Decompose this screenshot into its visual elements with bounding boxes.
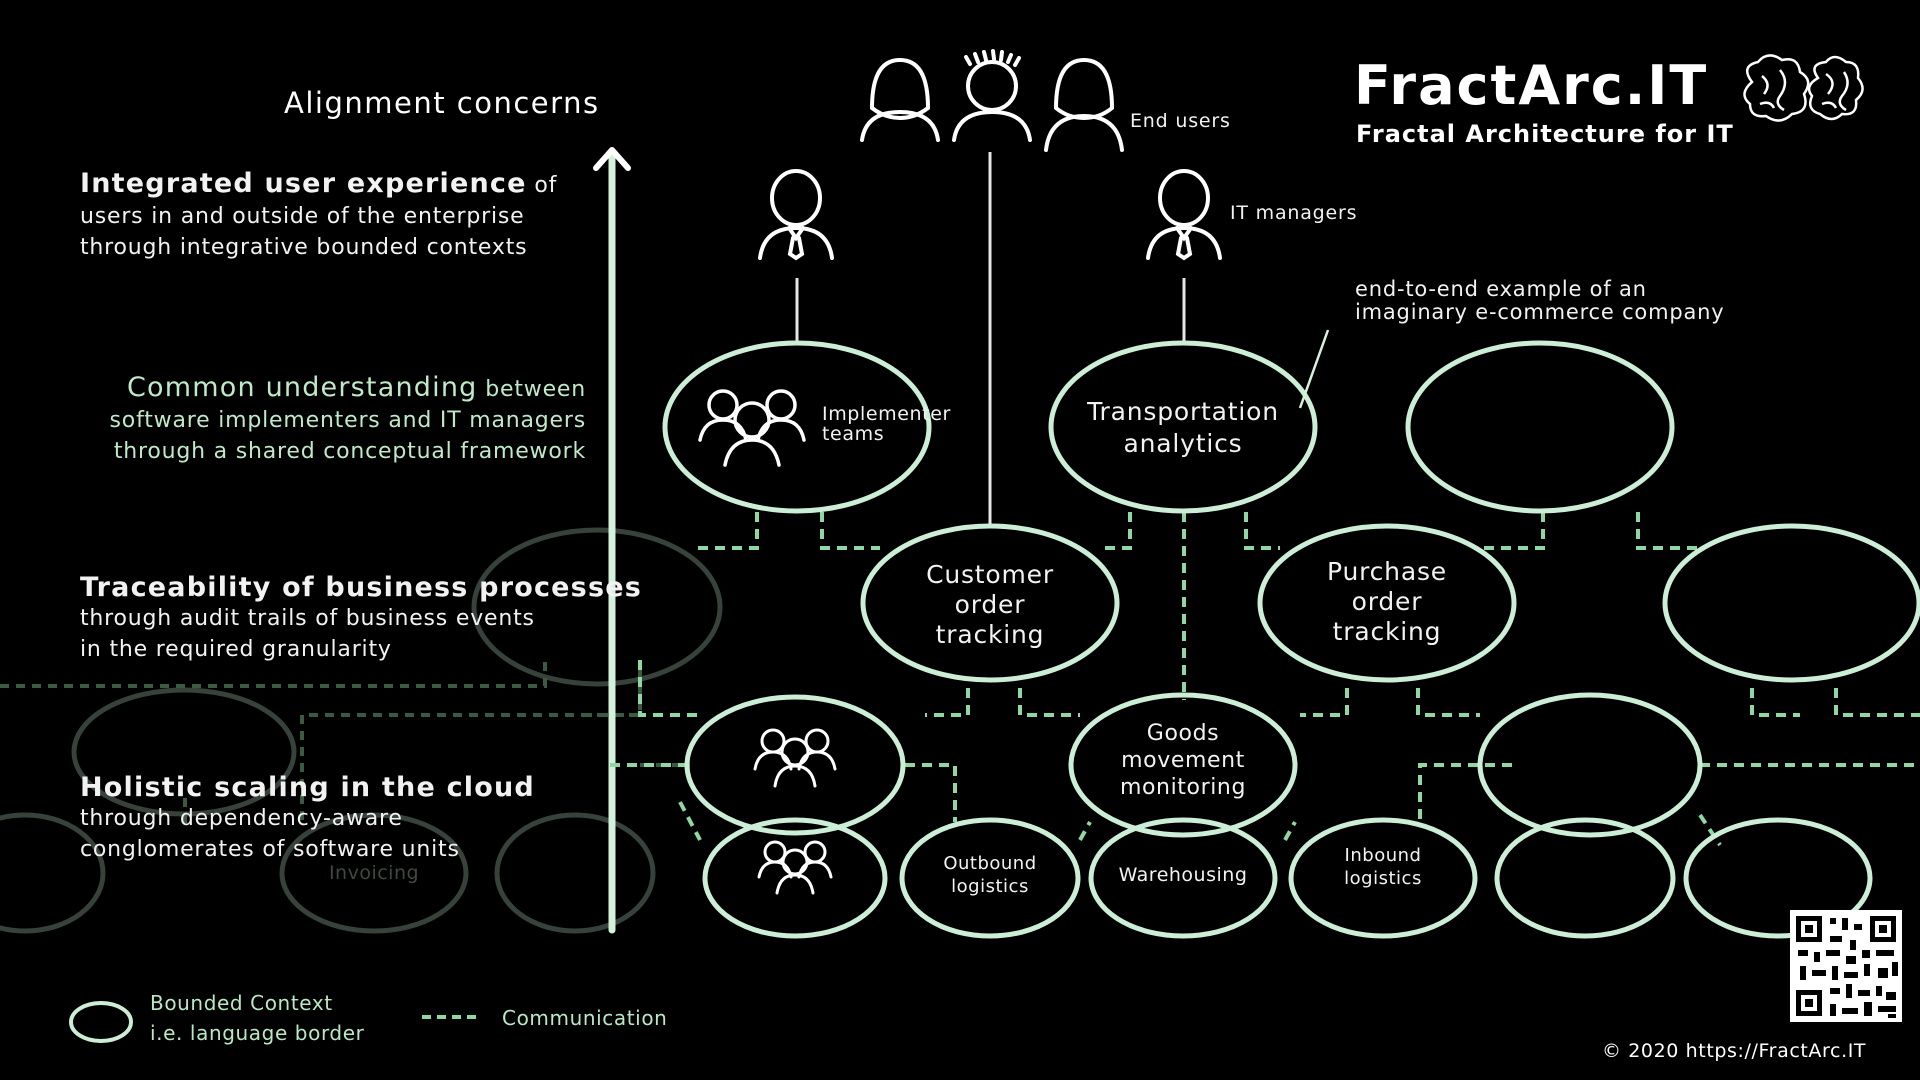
concern-title: Traceability of business processes [80,572,643,603]
annotation-line: end-to-end example of an [1355,277,1647,301]
concern-title: Holistic scaling in the cloud [80,772,535,803]
annotation-pointer [1298,329,1330,409]
teams-context-bottom [702,817,888,939]
it-managers-label: IT managers [1230,202,1358,224]
empty-top-right-context [1405,340,1675,514]
concern-line: through dependency-aware [80,806,403,831]
concern-title: Integrated user experience [80,168,527,199]
inbound-logistics-label: Inbound logistics [1344,845,1422,889]
brain-logo-icon [1743,54,1864,122]
inbound-logistics-context [1288,817,1478,939]
concern-line: conglomerates of software units [80,837,460,862]
outbound-logistics-label: Outbound logistics [943,853,1037,897]
person-female-icon [1044,57,1124,152]
concern-title: Common understanding [127,372,478,403]
concern-line: through audit trails of business events [80,606,535,631]
concern-line: in the required granularity [80,637,392,662]
team-icon [757,840,833,895]
communication-links [610,512,1920,847]
annotation-line: imaginary e-commerce company [1355,300,1725,324]
brand-title: FractArc.IT [1354,54,1709,117]
concern-tail: of [526,173,558,198]
person-spiky-icon [952,49,1032,142]
legend-bounded-context-icon [69,1001,133,1043]
manager-icon [1146,169,1222,261]
end-users-icons [860,49,1124,152]
concern-line: through integrative bounded contexts [80,235,528,260]
axis-label: Alignment concerns [284,86,600,120]
outbound-logistics-context [899,817,1081,939]
team-icon [698,389,806,467]
concern-line: through a shared conceptual framework [113,439,586,464]
invoicing-label: Invoicing [328,862,420,884]
person-female-icon [860,57,940,142]
concern-traceability: Traceability of business processes throu… [80,572,642,665]
legend-communication-text: Communication [502,1006,668,1030]
legend-graphics [69,1001,482,1043]
qr-code-icon [1790,910,1902,1022]
empty-bottom-right-context-2 [1683,817,1873,939]
transportation-analytics-context [1048,340,1318,514]
empty-bottom-right-context-1 [1494,817,1676,939]
teams-context-lower [684,694,906,836]
legend-bounded-context-text: Bounded Context i.e. language border [150,991,365,1045]
goods-movement-monitoring-label: Goods movement monitoring [1119,721,1247,800]
implementer-teams-label: Implementer teams [822,403,951,445]
actor-lines [795,152,1186,528]
warehousing-context [1088,817,1278,939]
concern-integrated-ux: Integrated user experience of users in a… [80,168,557,263]
empty-lower-right-context [1477,692,1703,838]
empty-mid-right-context [1662,523,1920,683]
warehousing-label: Warehousing [1118,864,1248,886]
arrow-up-icon [593,147,631,934]
customer-order-tracking-label: Customer order tracking [926,560,1054,649]
annotation-text: end-to-end example of an imaginary e-com… [1355,278,1724,324]
concern-common-understanding: Common understanding between software im… [58,372,586,467]
implementer-teams-context [662,340,932,514]
transportation-analytics-label: Transportation analytics [1087,397,1279,458]
end-users-label: End users [1130,110,1231,132]
concern-holistic-scaling: Holistic scaling in the cloud through de… [80,772,535,865]
concern-tail: between [477,377,586,402]
copyright: © 2020 https://FractArc.IT [1602,1040,1867,1062]
brand-subtitle: Fractal Architecture for IT [1356,120,1734,148]
goods-movement-monitoring-context [1068,692,1298,838]
concern-line: users in and outside of the enterprise [80,204,525,229]
concern-line: software implementers and IT managers [109,408,586,433]
purchase-order-tracking-label: Purchase order tracking [1327,557,1447,646]
manager-icon [758,169,834,261]
purchase-order-tracking-context [1257,523,1517,683]
customer-order-tracking-context [860,523,1120,683]
team-icon [753,728,837,788]
bounded-contexts [662,340,1920,939]
